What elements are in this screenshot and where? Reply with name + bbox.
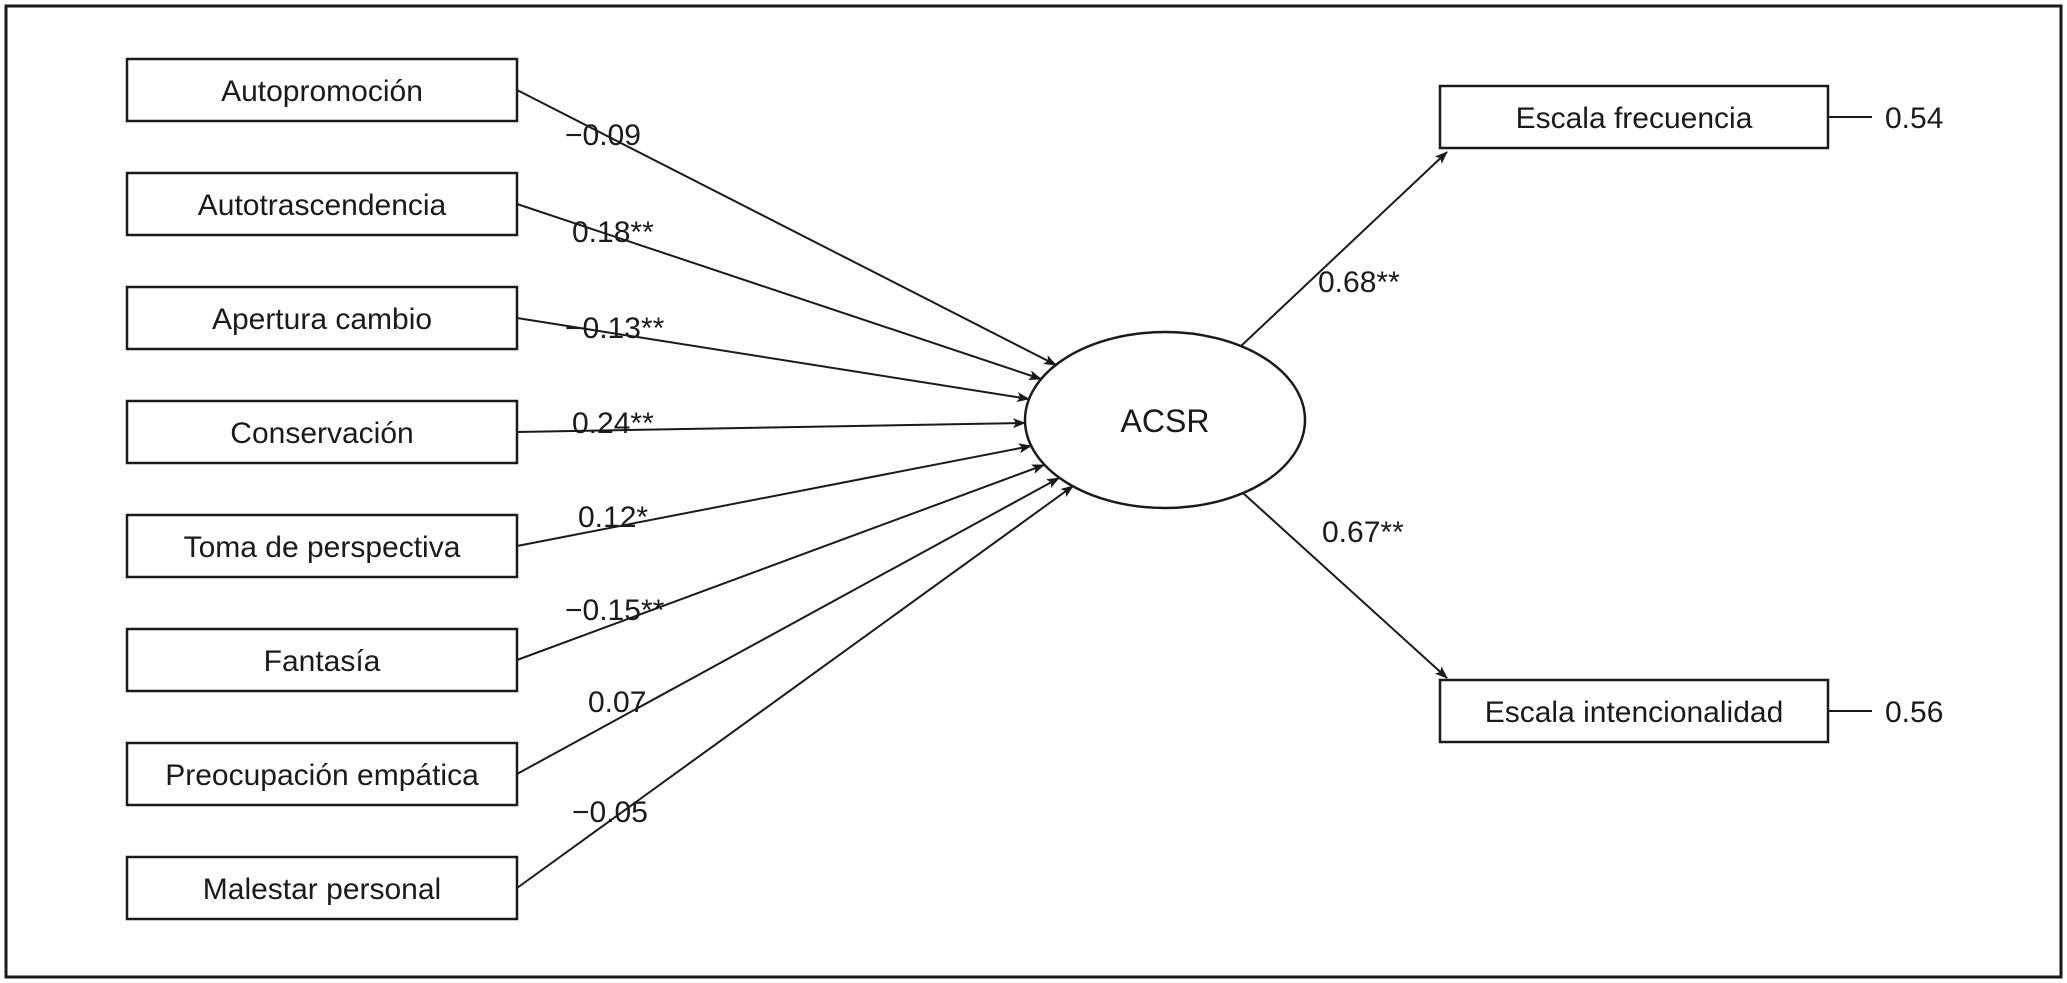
path-arrow bbox=[1240, 151, 1448, 347]
predictor-box bbox=[125, 855, 519, 921]
predictor-box bbox=[125, 285, 519, 351]
predictor-box bbox=[125, 513, 519, 579]
path-arrow bbox=[516, 317, 1030, 403]
path-arrow bbox=[516, 477, 1060, 775]
predictor-box bbox=[125, 741, 519, 807]
path-coefficient: −0.13** bbox=[565, 312, 665, 345]
predictor-label: Autotrascendencia bbox=[198, 189, 447, 222]
predictor-label: Malestar personal bbox=[203, 873, 441, 906]
outcome-escala-frecuencia: 0.68** Escala frecuencia 0.54 bbox=[1240, 84, 1943, 347]
path-coefficient: −0.15** bbox=[565, 594, 665, 627]
predictor-preocupacion-empatica: Preocupación empática 0.07 bbox=[125, 477, 1060, 807]
predictor-label: Conservación bbox=[230, 417, 413, 450]
figure-border bbox=[4, 4, 2063, 979]
path-coefficient: 0.07 bbox=[588, 686, 646, 719]
predictor-conservacion: Conservación 0.24** bbox=[125, 399, 1026, 465]
path-arrow bbox=[1242, 492, 1448, 679]
outcome-label: Escala frecuencia bbox=[1516, 102, 1753, 135]
predictor-toma-de-perspectiva: Toma de perspectiva 0.12* bbox=[125, 443, 1032, 579]
path-coefficient: 0.12* bbox=[578, 501, 648, 534]
path-coefficient: 0.68** bbox=[1318, 266, 1400, 299]
predictor-box bbox=[125, 627, 519, 693]
latent-ellipse bbox=[1023, 330, 1307, 510]
outcome-escala-intencionalidad: 0.67** Escala intencionalidad 0.56 bbox=[1242, 492, 1943, 744]
path-arrow bbox=[516, 418, 1026, 433]
predictor-apertura-cambio: Apertura cambio −0.13** bbox=[125, 285, 1030, 403]
path-coefficient: 0.67** bbox=[1322, 516, 1404, 549]
predictor-autopromocion: Autopromoción −0.09 bbox=[125, 57, 1057, 366]
latent-acsr: ACSR bbox=[1023, 330, 1307, 510]
predictor-fantasia: Fantasía −0.15** bbox=[125, 464, 1045, 693]
latent-label: ACSR bbox=[1121, 403, 1210, 439]
predictor-box bbox=[125, 399, 519, 465]
path-coefficient: 0.24** bbox=[572, 407, 654, 440]
predictor-autotrascendencia: Autotrascendencia 0.18** bbox=[125, 171, 1042, 380]
outcome-box bbox=[1438, 678, 1830, 744]
predictor-label: Apertura cambio bbox=[212, 303, 432, 336]
path-arrow bbox=[516, 464, 1045, 661]
predictor-label: Fantasía bbox=[264, 645, 381, 678]
predictor-malestar-personal: Malestar personal −0.05 bbox=[125, 485, 1074, 921]
path-arrow bbox=[516, 89, 1057, 366]
predictor-box bbox=[125, 57, 519, 123]
outcome-label: Escala intencionalidad bbox=[1485, 696, 1784, 729]
path-coefficient: −0.05 bbox=[572, 796, 648, 829]
residual-value: 0.56 bbox=[1885, 696, 1943, 729]
predictor-label: Autopromoción bbox=[221, 75, 423, 108]
residual-value: 0.54 bbox=[1885, 102, 1943, 135]
path-arrow bbox=[516, 443, 1032, 547]
predictor-label: Toma de perspectiva bbox=[184, 531, 461, 564]
predictor-box bbox=[125, 171, 519, 237]
path-arrow bbox=[516, 203, 1042, 380]
path-arrow bbox=[516, 485, 1074, 889]
outcome-box bbox=[1438, 84, 1830, 150]
path-coefficient: 0.18** bbox=[572, 216, 654, 249]
predictor-label: Preocupación empática bbox=[165, 759, 479, 792]
path-coefficient: −0.09 bbox=[565, 119, 641, 152]
